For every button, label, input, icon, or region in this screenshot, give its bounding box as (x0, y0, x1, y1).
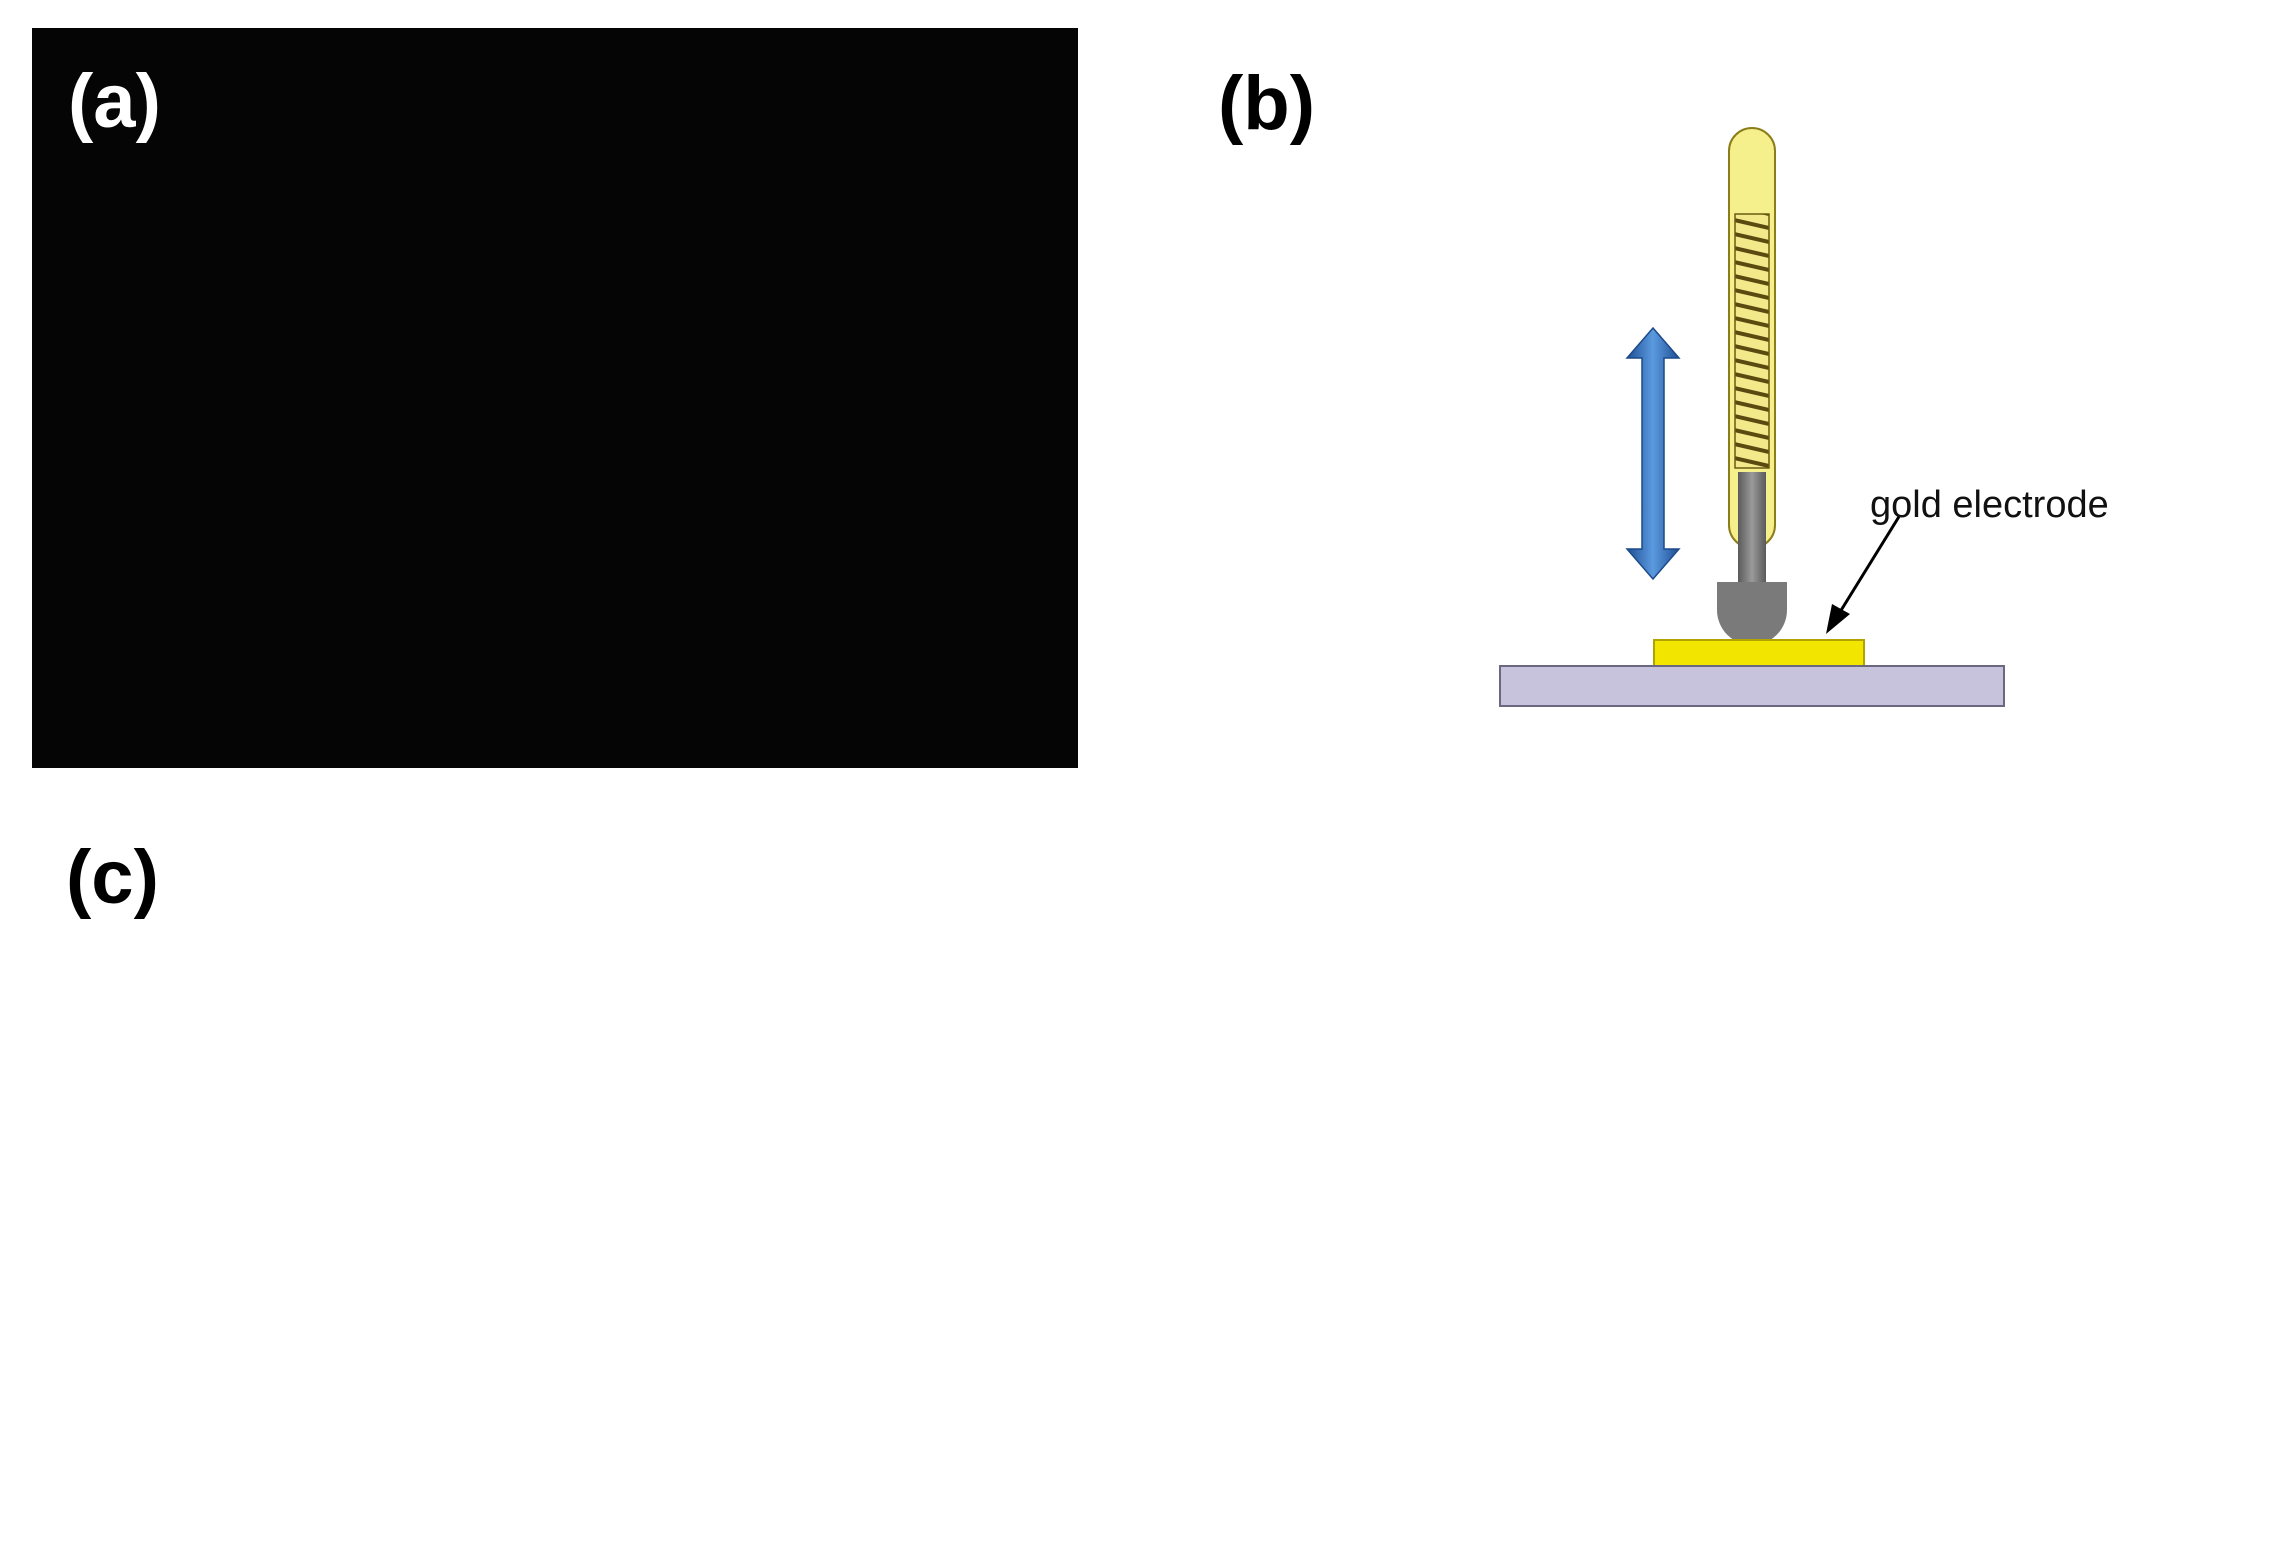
gold-electrode (1653, 639, 1865, 667)
panel-label-a: (a) (68, 59, 161, 144)
gold-electrode-arrow (1838, 514, 1902, 613)
gold-electrode-label: gold electrode (1870, 484, 2109, 526)
spring-probes-photo-svg (32, 28, 1078, 768)
bottom-case (42, 1308, 1060, 1312)
probe-plunger (1738, 472, 1766, 592)
probe-spring (1734, 213, 1770, 469)
probe-schematic: gold electrode (1470, 120, 2109, 720)
gold-electrode-arrowhead (1826, 604, 1850, 634)
cross-section-svg (30, 880, 1090, 1440)
panel-label-b: (b) (1218, 61, 1316, 146)
photo-background (32, 28, 1078, 768)
bottom-case-shape-real (42, 980, 1060, 1310)
bottom-case-body (42, 1308, 1060, 1310)
panel-label-c: (c) (66, 835, 159, 920)
device-cross-section (30, 880, 1090, 1440)
substrate (1499, 665, 2005, 707)
probe-tip (1717, 582, 1787, 645)
bottom-case-drawn (42, 1300, 1060, 1310)
bottom-case-body-drawn (42, 1008, 1060, 1108)
spring-probes-photo: (a) (32, 28, 1078, 768)
up-down-arrow (1625, 326, 1681, 581)
green-bottom-case (40, 905, 1062, 1312)
probe-schematic-svg (1499, 127, 2005, 707)
